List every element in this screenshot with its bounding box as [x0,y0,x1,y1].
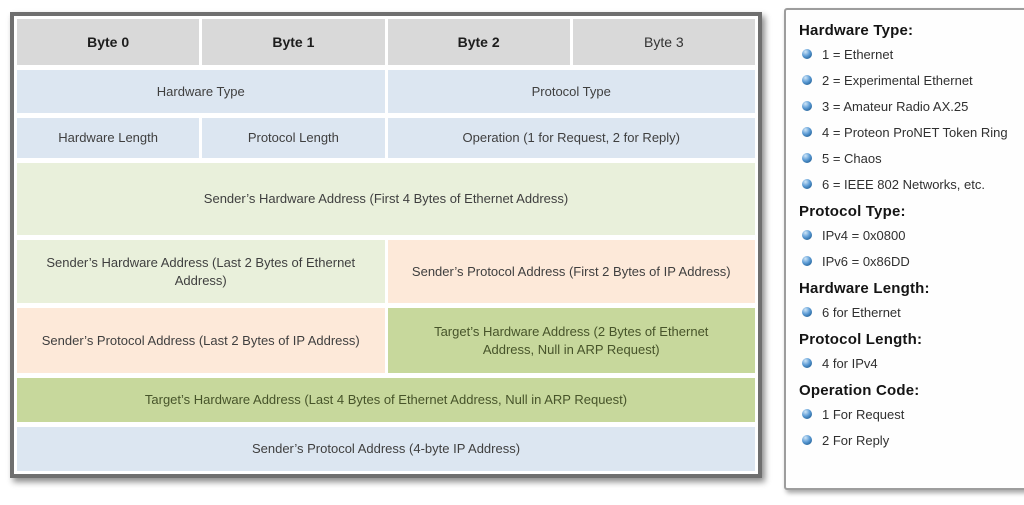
legend-item: 1 = Ethernet [799,41,1022,67]
cell-hardware-length: Hardware Length [17,118,200,158]
bullet-icon [802,307,812,317]
cell-protocol-length: Protocol Length [202,118,385,158]
legend-item-label: IPv4 = 0x0800 [822,227,906,243]
legend-item-label: IPv6 = 0x86DD [822,253,910,269]
cell-sender-proto-4byte: Sender’s Protocol Address (4-byte IP Add… [17,427,755,471]
bullet-icon [802,435,812,445]
bullet-icon [802,358,812,368]
legend-item-label: 1 = Ethernet [822,46,894,62]
byte-header-0: Byte 0 [17,19,200,65]
cell-sender-proto-first2: Sender’s Protocol Address (First 2 Bytes… [387,240,755,303]
legend-item: 5 = Chaos [799,145,1022,171]
cell-sender-proto-last2: Sender’s Protocol Address (Last 2 Bytes … [17,308,385,373]
cell-operation: Operation (1 for Request, 2 for Reply) [387,118,755,158]
arp-packet-grid: Byte 0 Byte 1 Byte 2 Byte 3 Hardware Typ… [14,16,758,474]
legend-item: 2 = Experimental Ethernet [799,67,1022,93]
legend-item: 3 = Amateur Radio AX.25 [799,93,1022,119]
arp-packet-table: Byte 0 Byte 1 Byte 2 Byte 3 Hardware Typ… [10,12,762,478]
bullet-icon [802,256,812,266]
legend-item-label: 2 For Reply [822,432,890,448]
legend-item: 4 for IPv4 [799,350,1022,376]
bullet-icon [802,49,812,59]
cell-sender-hw-first4: Sender’s Hardware Address (First 4 Bytes… [17,163,755,235]
legend-item: 6 for Ethernet [799,299,1022,325]
legend-item-label: 4 for IPv4 [822,355,878,371]
bullet-icon [802,409,812,419]
legend-item-label: 6 = IEEE 802 Networks, etc. [822,176,985,192]
legend-item-label: 1 For Request [822,406,905,422]
legend-item-label: 6 for Ethernet [822,304,901,320]
legend-item: 4 = Proteon ProNET Token Ring [799,119,1022,145]
cell-target-hw-2bytes: Target’s Hardware Address (2 Bytes of Et… [387,308,755,373]
legend-item-label: 3 = Amateur Radio AX.25 [822,98,969,114]
legend-item: 1 For Request [799,401,1022,427]
cell-hardware-type: Hardware Type [17,70,385,113]
legend-heading-hardware-type: Hardware Type: [799,22,914,39]
bullet-icon [802,101,812,111]
legend-item-label: 2 = Experimental Ethernet [822,72,973,88]
legend-item: IPv4 = 0x0800 [799,222,1022,248]
legend-heading-hardware-length: Hardware Length: [799,280,930,297]
legend-panel: Hardware Type: 1 = Ethernet 2 = Experime… [784,8,1024,490]
legend-item: IPv6 = 0x86DD [799,248,1022,274]
bullet-icon [802,230,812,240]
byte-header-1: Byte 1 [202,19,385,65]
legend-item-label: 4 = Proteon ProNET Token Ring [822,124,1008,140]
legend-heading-protocol-length: Protocol Length: [799,331,923,348]
legend-item: 2 For Reply [799,427,1022,453]
byte-header-3: Byte 3 [572,19,755,65]
cell-target-hw-last4: Target’s Hardware Address (Last 4 Bytes … [17,378,755,422]
legend-heading-protocol-type: Protocol Type: [799,203,906,220]
cell-protocol-type: Protocol Type [387,70,755,113]
bullet-icon [802,153,812,163]
bullet-icon [802,127,812,137]
byte-header-2: Byte 2 [387,19,570,65]
bullet-icon [802,179,812,189]
bullet-icon [802,75,812,85]
legend-item-label: 5 = Chaos [822,150,882,166]
legend-item: 6 = IEEE 802 Networks, etc. [799,171,1022,197]
cell-sender-hw-last2: Sender’s Hardware Address (Last 2 Bytes … [17,240,385,303]
legend-heading-operation-code: Operation Code: [799,382,920,399]
